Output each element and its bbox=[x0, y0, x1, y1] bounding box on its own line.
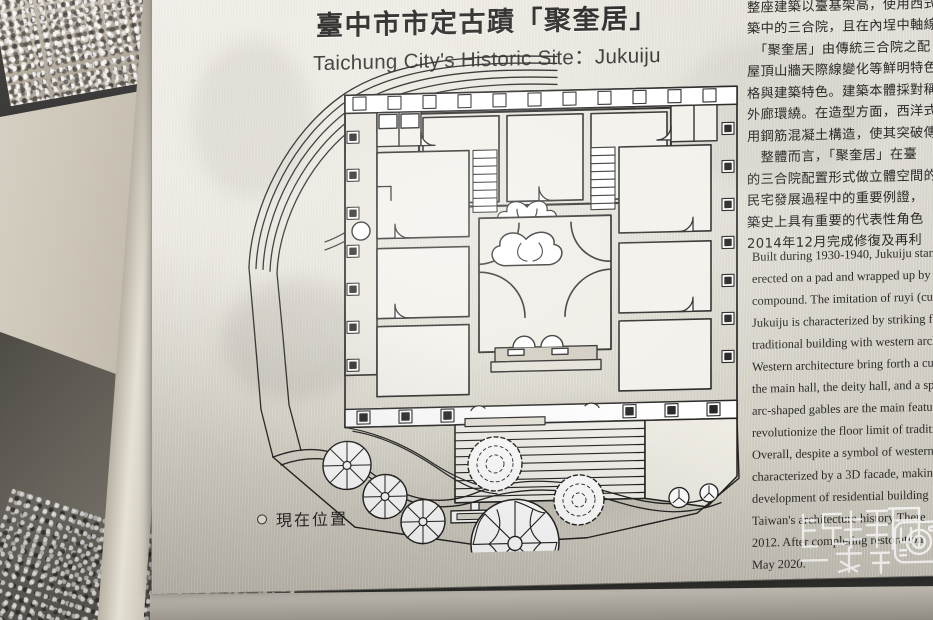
staircase-east bbox=[590, 146, 616, 211]
watermark-glyph-lu bbox=[843, 509, 889, 549]
ruyi-motif bbox=[491, 231, 563, 267]
west-boundary bbox=[248, 267, 274, 458]
south-site-boundary bbox=[272, 417, 740, 546]
site-plan-drawing bbox=[227, 26, 747, 589]
watermark-glyph-bing bbox=[887, 506, 921, 550]
northwest-service-rooms bbox=[376, 110, 436, 148]
tree bbox=[322, 440, 372, 491]
watermark-glyph-ji bbox=[801, 512, 847, 548]
tree bbox=[362, 473, 408, 520]
shrub bbox=[668, 486, 690, 509]
plaque-lighting bbox=[152, 0, 933, 594]
photographer-watermark bbox=[797, 501, 933, 579]
north-arcade bbox=[344, 85, 738, 115]
east-arcade bbox=[721, 121, 735, 364]
tree bbox=[553, 474, 605, 526]
entrance-gate bbox=[490, 334, 602, 373]
camera-icon bbox=[893, 520, 933, 564]
east-wing-rooms bbox=[618, 144, 712, 392]
northeast-service-rooms bbox=[656, 103, 718, 143]
staircase-west bbox=[472, 149, 498, 213]
west-boundary-inner bbox=[276, 272, 302, 452]
west-arcade bbox=[346, 130, 360, 372]
watermark-glyph-line2 bbox=[799, 546, 891, 575]
plaque-content: 臺中市市定古蹟「聚奎居」 Taichung City's Historic Si… bbox=[152, 0, 933, 594]
west-wing-rooms bbox=[351, 149, 470, 398]
tree bbox=[400, 498, 446, 545]
tree bbox=[467, 436, 523, 492]
stainless-steel-plaque: 臺中市市定古蹟「聚奎居」 Taichung City's Historic Si… bbox=[152, 0, 933, 594]
shrub bbox=[699, 483, 719, 503]
